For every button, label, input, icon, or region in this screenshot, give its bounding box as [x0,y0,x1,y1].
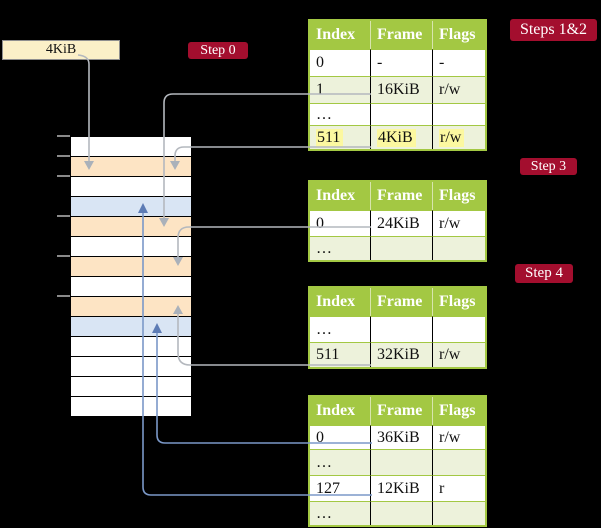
memory-frame-row-white [71,237,191,257]
table-cell: 1 [310,76,370,103]
table-cell: … [310,449,370,475]
column-header-index: Index [310,397,370,425]
memory-frame-row-white [71,337,191,357]
highlighted-value: r/w [439,128,465,147]
table-cell [432,316,485,342]
table-row: 0 24KiB r/w [310,210,485,236]
tick-mark [57,135,70,137]
table-row: 1 16KiB r/w [310,76,485,103]
memory-frame-row-peach [71,297,191,317]
table-cell: r/w [432,210,485,236]
column-header-frame: Frame [370,397,432,425]
table-cell: 0 [310,425,370,449]
badge-step-4: Step 4 [515,264,573,283]
table-header-row: Index Frame Flags [310,397,485,425]
memory-frame-row-blue [71,317,191,337]
column-header-flags: Flags [432,21,485,49]
frame-size-box: 4KiB [2,40,120,60]
tick-mark [57,255,70,257]
tick-mark [57,155,70,157]
tick-mark [57,175,70,177]
table-header-row: Index Frame Flags [310,288,485,316]
page-table-steps-1-2: Index Frame Flags 0 - - 1 16KiB r/w … 51… [308,19,487,151]
table-cell: - [432,49,485,76]
memory-frame-row-blue [71,197,191,217]
table-cell: 0 [310,210,370,236]
memory-frame-row-white [71,397,191,416]
table-cell [370,501,432,525]
table-cell [370,103,432,125]
table-row: … [310,501,485,525]
table-cell [370,236,432,260]
table-cell: 4KiB [370,125,432,149]
column-header-index: Index [310,288,370,316]
table-cell: 511 [310,125,370,149]
table-cell: … [310,236,370,260]
memory-frame-row-white [71,177,191,197]
highlighted-value: 4KiB [377,128,416,147]
table-cell: 16KiB [370,76,432,103]
page-table-step-4: Index Frame Flags … 511 32KiB r/w [308,286,487,369]
memory-frame-row-white [71,377,191,397]
badge-step-3: Step 3 [520,158,577,175]
table-row: … [310,316,485,342]
table-cell: … [310,316,370,342]
column-header-frame: Frame [370,21,432,49]
table-header-row: Index Frame Flags [310,21,485,49]
table-row: 0 - - [310,49,485,76]
memory-column [70,136,192,417]
table-cell: r/w [432,425,485,449]
column-header-index: Index [310,21,370,49]
table-cell [370,449,432,475]
highlighted-value: 511 [316,128,344,147]
table-cell: r/w [432,342,485,367]
memory-frame-row-peach [71,157,191,177]
column-header-frame: Frame [370,288,432,316]
table-cell: 32KiB [370,342,432,367]
table-cell: 0 [310,49,370,76]
column-header-frame: Frame [370,182,432,210]
table-cell: 12KiB [370,475,432,501]
memory-frame-row-peach [71,257,191,277]
table-cell: 36KiB [370,425,432,449]
column-header-flags: Flags [432,397,485,425]
table-row: … [310,449,485,475]
table-header-row: Index Frame Flags [310,182,485,210]
memory-frame-row-peach [71,217,191,237]
table-cell: - [370,49,432,76]
table-cell: … [310,103,370,125]
page-table-step-3: Index Frame Flags 0 24KiB r/w … [308,180,487,262]
table-cell [432,501,485,525]
column-header-flags: Flags [432,288,485,316]
table-row: 0 36KiB r/w [310,425,485,449]
table-row: 511 32KiB r/w [310,342,485,367]
table-row: … [310,103,485,125]
table-cell [370,316,432,342]
column-header-flags: Flags [432,182,485,210]
tick-mark [57,215,70,217]
table-cell: … [310,501,370,525]
table-cell: r/w [432,125,485,149]
table-cell [432,236,485,260]
tick-mark [57,295,70,297]
table-cell [432,103,485,125]
table-cell: 24KiB [370,210,432,236]
memory-frame-row-white [71,277,191,297]
page-table-final-level: Index Frame Flags 0 36KiB r/w … 127 12Ki… [308,395,487,527]
table-row: … [310,236,485,260]
memory-frame-row-white [71,137,191,157]
table-cell: r/w [432,76,485,103]
column-header-index: Index [310,182,370,210]
table-row: 127 12KiB r [310,475,485,501]
memory-frame-row-white [71,357,191,377]
table-row-highlighted: 511 4KiB r/w [310,125,485,149]
table-cell: r [432,475,485,501]
badge-step-0: Step 0 [188,42,248,59]
table-cell: 511 [310,342,370,367]
badge-steps-1-2: Steps 1&2 [510,19,597,41]
table-cell [432,449,485,475]
table-cell: 127 [310,475,370,501]
